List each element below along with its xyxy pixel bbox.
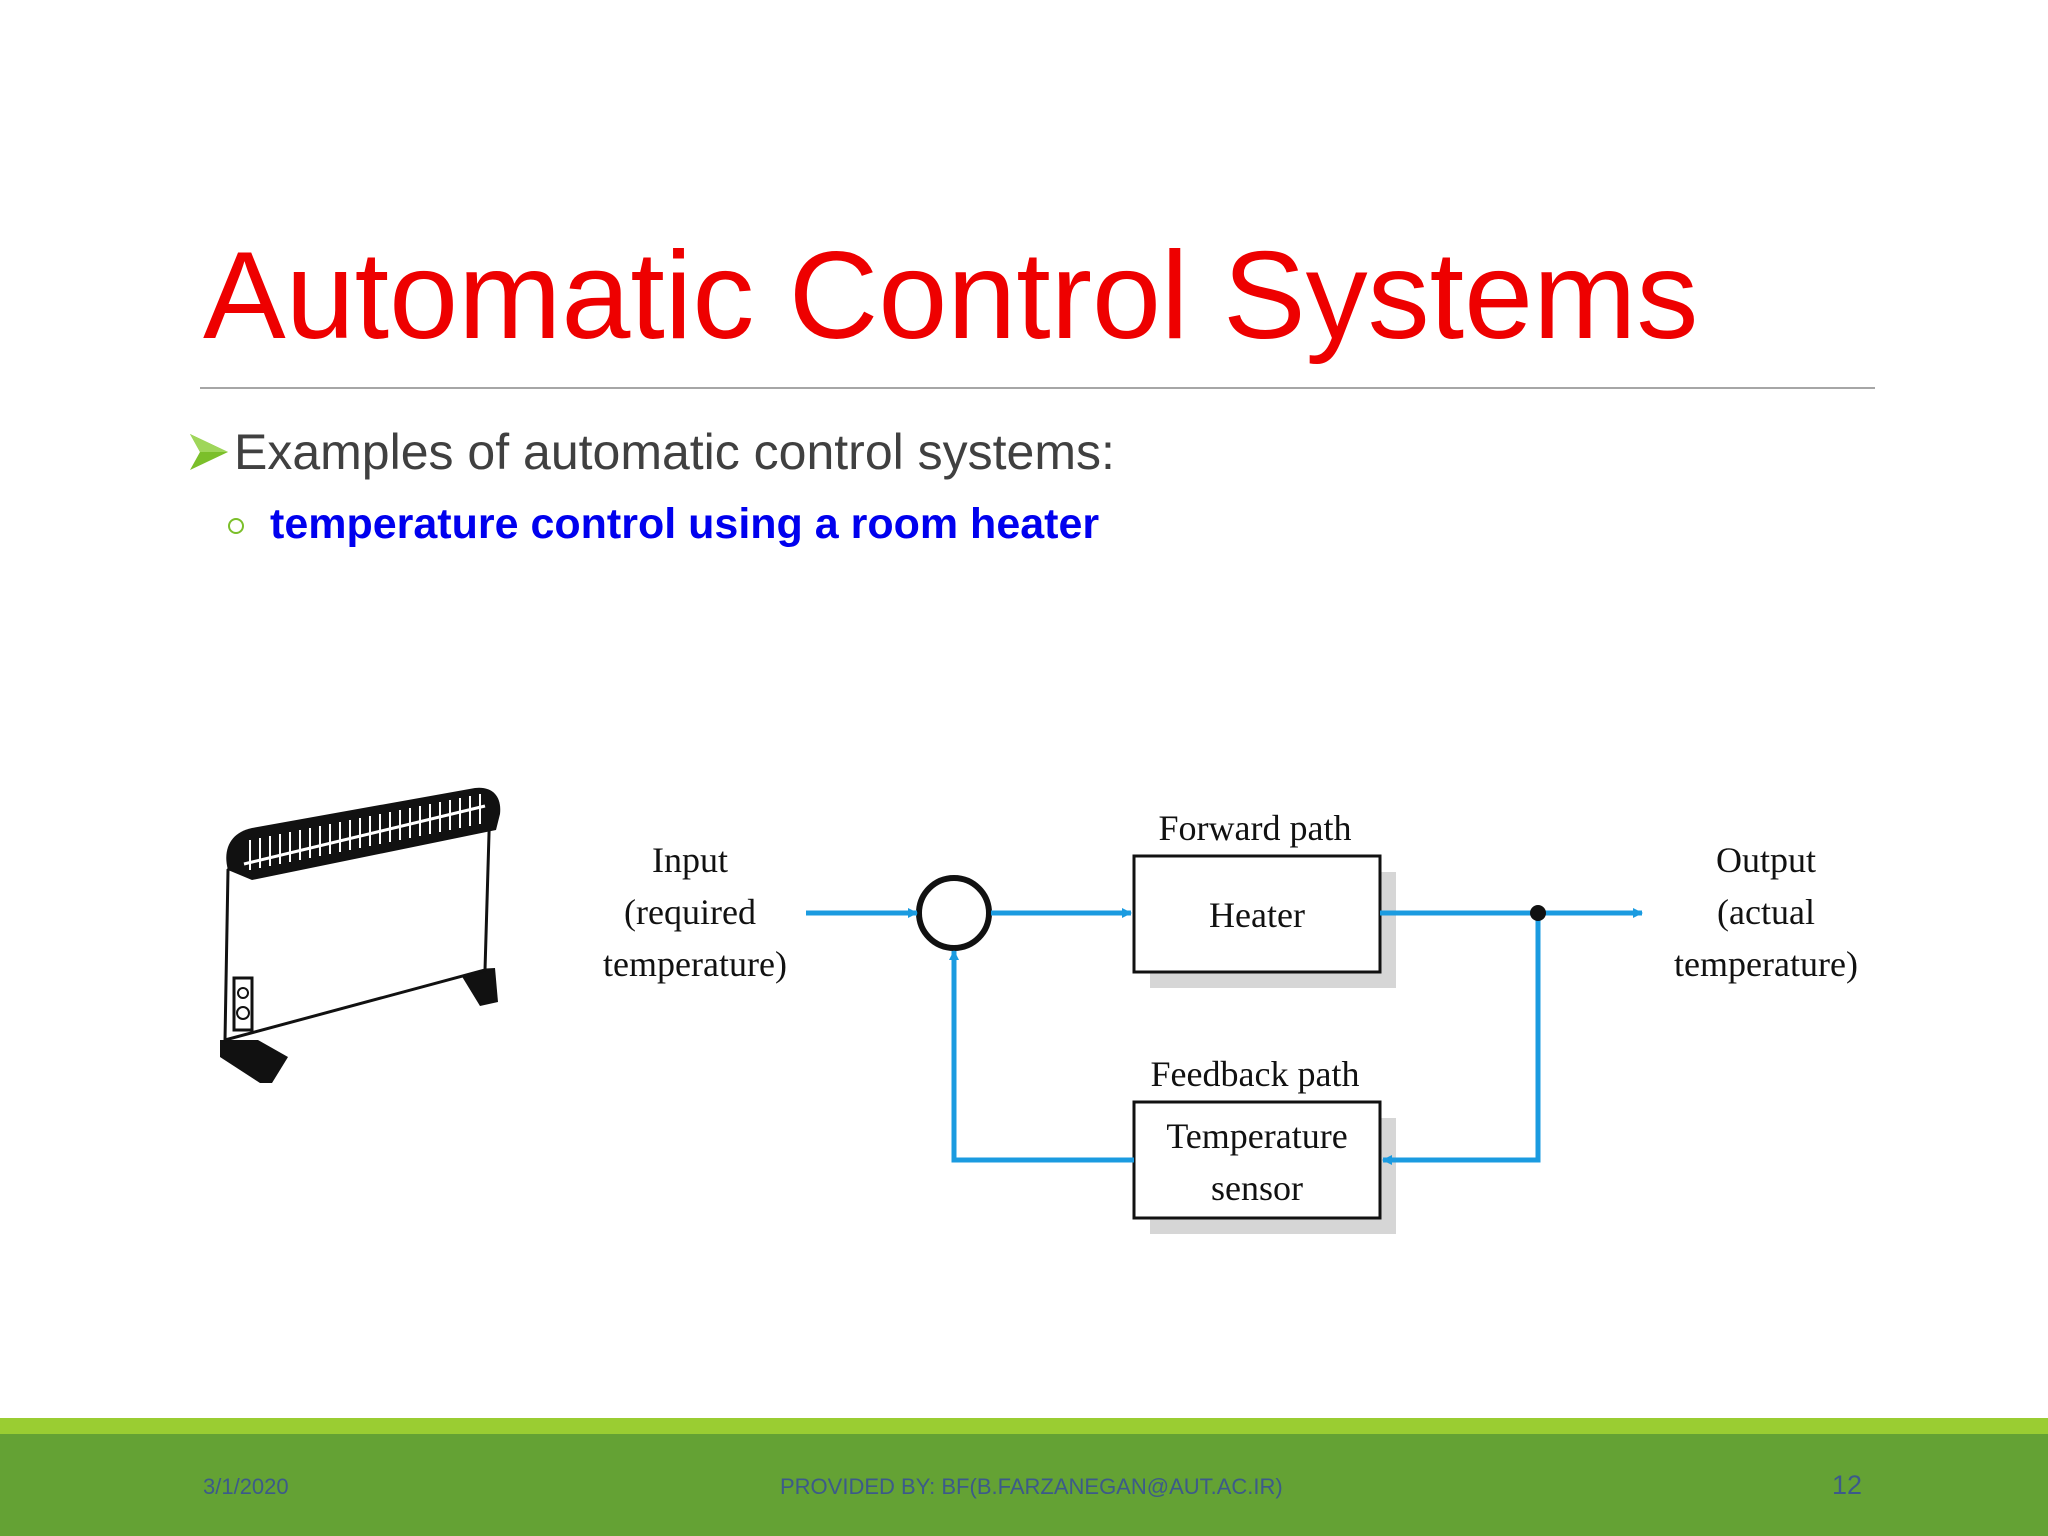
room-heater-icon: [220, 787, 501, 1083]
slide-title: Automatic Control Systems: [203, 227, 1699, 365]
output-label-line3: temperature): [1674, 944, 1858, 984]
sensor-block: [1132, 1100, 1382, 1220]
input-label-line2: (required: [624, 892, 756, 932]
bullet-examples-text: Examples of automatic control systems:: [234, 424, 1115, 480]
forward-path-label: Forward path: [1159, 808, 1352, 848]
arrow-bullet-icon: [190, 434, 228, 470]
sensor-label-line2: sensor: [1211, 1168, 1303, 1208]
feedback-to-sensor-arrow: [1382, 913, 1541, 1165]
circle-bullet-icon: [228, 518, 244, 534]
footer-date: 3/1/2020: [203, 1474, 289, 1499]
sensor-label-line1: Temperature: [1166, 1116, 1347, 1156]
heater-block: [1132, 854, 1382, 974]
slide-number: 12: [1832, 1470, 1863, 1500]
output-label-line1: Output: [1716, 840, 1816, 880]
title-divider: [200, 387, 1875, 389]
summing-junction: [916, 875, 992, 951]
takeoff-point: [1530, 905, 1546, 921]
input-label-line1: Input: [652, 840, 728, 880]
footer-credit: PROVIDED BY: BF(B.FARZANEGAN@AUT.AC.IR): [780, 1474, 1283, 1499]
input-label-line3: temperature): [603, 944, 787, 984]
output-label-line2: (actual: [1717, 892, 1815, 932]
footer-bar: [0, 1434, 2048, 1536]
footer-accent-bar: [0, 1418, 2048, 1434]
bullet-room-heater: temperature control using a room heater: [228, 496, 1099, 552]
bullet-room-heater-text: temperature control using a room heater: [270, 499, 1100, 548]
sensor-to-junction-arrow: [949, 950, 1134, 1163]
feedback-path-label: Feedback path: [1151, 1054, 1360, 1094]
control-block-diagram: Input (required temperature) Forward pat…: [220, 787, 1858, 1234]
heater-label: Heater: [1209, 895, 1305, 935]
bullet-examples: Examples of automatic control systems:: [186, 422, 1115, 482]
